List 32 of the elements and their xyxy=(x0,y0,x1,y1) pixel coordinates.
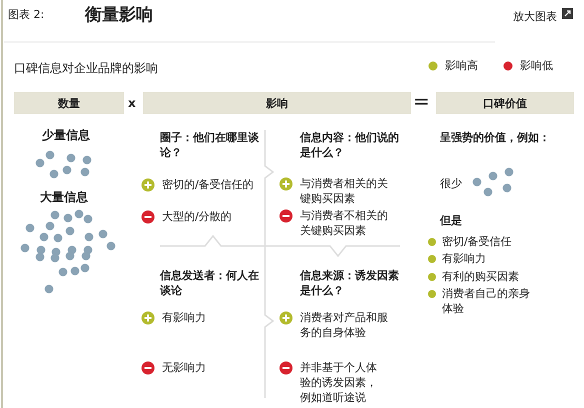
factor-text: 消费者对产品和服务的自身体验 xyxy=(300,310,388,340)
factor-text: 与消费者不相关的关键购买因素 xyxy=(300,208,388,238)
factor-text: 有影响力 xyxy=(162,310,206,325)
value-heading: 但是 xyxy=(440,213,462,228)
legend-text: 影响低 xyxy=(520,58,553,73)
factor-text: 并非基于个人体验的诱发因素，例如道听途说 xyxy=(300,360,378,405)
equals-sign: = xyxy=(413,89,430,113)
value-heading: 呈强势的价值，例如： xyxy=(440,130,550,145)
legend-text: 影响高 xyxy=(445,58,478,73)
quadrant-heading: 信息来源：诱发因素是什么？ xyxy=(300,268,400,298)
quadrant-heading: 圈子：他们在哪里谈论？ xyxy=(160,130,260,160)
factor-text: 与消费者相关的关键购买因素 xyxy=(300,176,388,206)
multiply-sign: x xyxy=(128,95,136,111)
expand-link: 放大图表 xyxy=(513,9,557,24)
factor-text: 无影响力 xyxy=(162,360,206,375)
bullet-text: 有影响力 xyxy=(442,251,486,266)
header-band: 数量 xyxy=(14,92,124,114)
header-band: 口碑价值 xyxy=(436,92,574,114)
header-band: 影响 xyxy=(143,92,411,114)
bullet-text: 有利的购买因素 xyxy=(442,269,519,284)
group-heading: 大量信息 xyxy=(40,189,88,205)
bullet-text: 密切/备受信任 xyxy=(442,234,512,249)
figure-number: 图表 2: xyxy=(8,7,44,22)
bullet-text: 消费者自己的亲身体验 xyxy=(442,286,530,316)
chart-title: 衡量影响 xyxy=(85,5,153,26)
group-heading: 少量信息 xyxy=(42,127,90,143)
subtitle: 口碑信息对企业品牌的影响 xyxy=(14,60,158,76)
value-text: 很少 xyxy=(440,176,462,191)
factor-text: 大型的/分散的 xyxy=(162,209,232,224)
factor-text: 密切的/备受信任的 xyxy=(162,177,254,192)
quadrant-heading: 信息内容：他们说的是什么？ xyxy=(300,130,400,160)
quadrant-heading: 信息发送者：何人在谈论 xyxy=(160,268,260,298)
